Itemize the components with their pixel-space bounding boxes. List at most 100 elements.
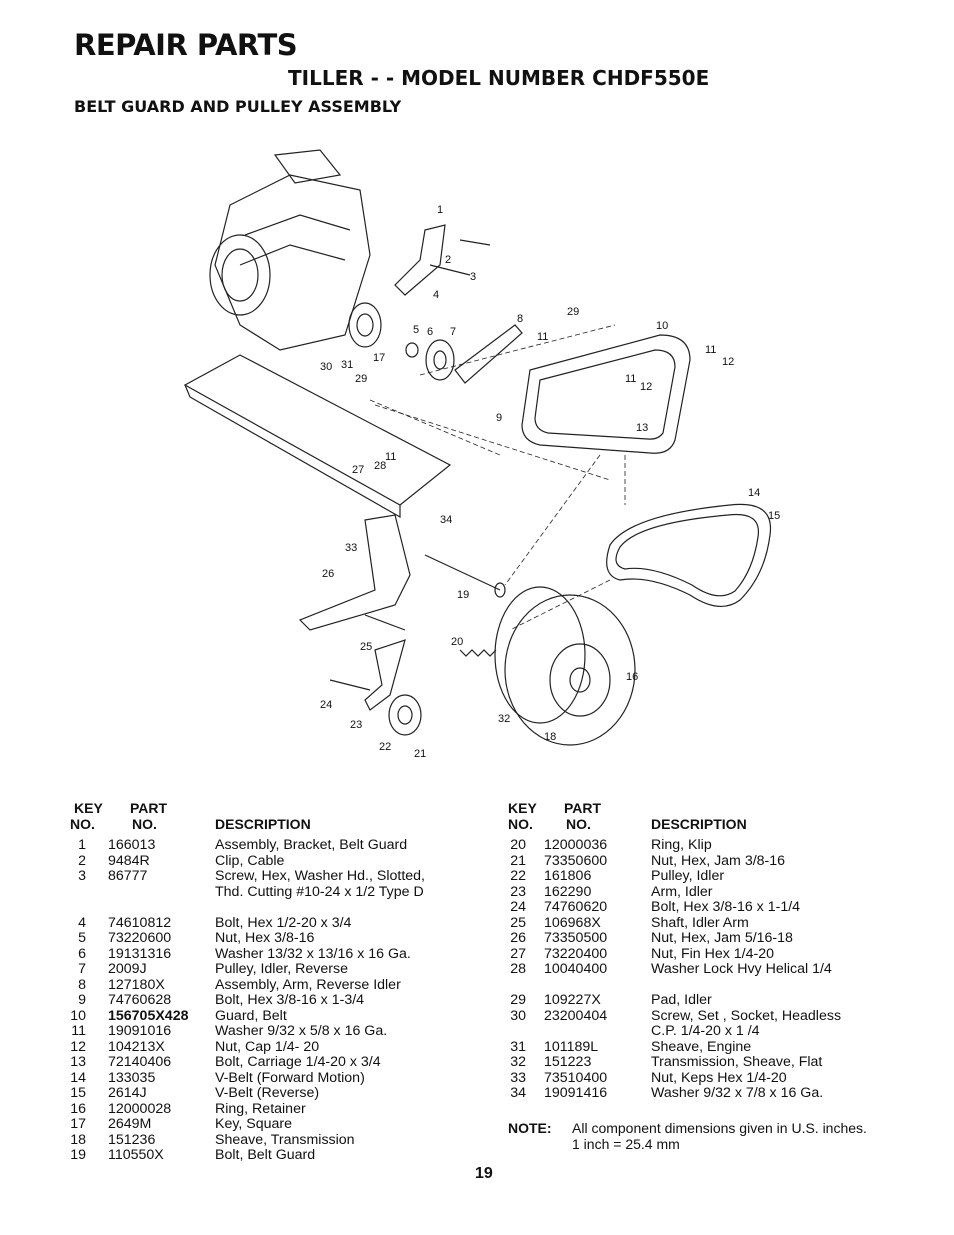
part-description: Bolt, Carriage 1/4-20 x 3/4 — [215, 1054, 381, 1070]
key-column-header: KEY — [508, 800, 537, 816]
part-description: Pulley, Idler, Reverse — [215, 961, 348, 977]
key-number: 15 — [70, 1085, 86, 1101]
part-description: Bolt, Hex 1/2-20 x 3/4 — [215, 914, 352, 931]
part-number: 9484R — [108, 852, 150, 869]
part-number: 86777 — [108, 868, 148, 884]
part-number: 19091416 — [544, 1085, 608, 1101]
part-description: Pad, Idler — [651, 992, 712, 1008]
key-number: 26 — [510, 930, 526, 946]
svg-text:1: 1 — [437, 204, 443, 216]
svg-text:15: 15 — [768, 510, 780, 522]
part-number: 109227X — [544, 992, 601, 1008]
part-description: Washer 13/32 x 13/16 x 16 Ga. — [215, 945, 411, 962]
svg-text:18: 18 — [544, 731, 556, 743]
key-number: 30 — [510, 1007, 526, 1024]
key-number: 14 — [70, 1069, 86, 1086]
part-description: Assembly, Bracket, Belt Guard — [215, 837, 408, 853]
svg-text:20: 20 — [451, 636, 463, 648]
part-description: V-Belt (Forward Motion) — [215, 1069, 365, 1086]
part-number: 166013 — [108, 837, 156, 853]
key-number: 34 — [510, 1085, 526, 1101]
part-description: Washer 9/32 x 7/8 x 16 Ga. — [651, 1085, 824, 1101]
svg-text:10: 10 — [656, 320, 668, 332]
part-number: 2009J — [108, 961, 147, 977]
page-number: 19 — [475, 1165, 493, 1182]
part-description: Washer Lock Hvy Helical 1/4 — [651, 961, 832, 977]
key-number: 33 — [510, 1069, 526, 1086]
part-description: Shaft, Idler Arm — [651, 914, 749, 931]
key-number: 4 — [78, 914, 86, 931]
part-column-header-no: NO. — [132, 816, 157, 832]
part-column-header: PART — [564, 800, 602, 816]
key-number: 18 — [70, 1131, 86, 1148]
key-number: 2 — [78, 852, 86, 869]
part-number: 72140406 — [108, 1054, 172, 1070]
key-number: 13 — [70, 1054, 86, 1070]
part-number: 73220600 — [108, 930, 172, 946]
part-description: Screw, Set , Socket, Headless — [651, 1007, 842, 1024]
part-description: Nut, Keps Hex 1/4-20 — [651, 1069, 787, 1086]
key-column-header-no: NO. — [508, 816, 533, 832]
part-description: Ring, Retainer — [215, 1100, 306, 1117]
svg-text:14: 14 — [748, 487, 760, 499]
part-column-header-no: NO. — [566, 816, 591, 832]
part-number: 12000028 — [108, 1100, 172, 1117]
part-description: Bolt, Hex 3/8-16 x 1-3/4 — [215, 992, 365, 1008]
part-number: 19091016 — [108, 1023, 172, 1039]
key-number: 28 — [510, 961, 526, 977]
svg-text:22: 22 — [379, 741, 391, 753]
key-number: 8 — [78, 976, 86, 993]
svg-text:11: 11 — [537, 331, 548, 343]
part-number: 106968X — [544, 914, 601, 931]
part-number: 151236 — [108, 1131, 156, 1148]
part-number: 73350600 — [544, 852, 608, 869]
key-number: 23 — [510, 883, 526, 900]
svg-text:30: 30 — [320, 361, 332, 373]
svg-text:25: 25 — [360, 641, 372, 653]
model-subtitle: TILLER - - MODEL NUMBER CHDF550E — [288, 66, 710, 90]
part-description: Bolt, Hex 3/8-16 x 1-1/4 — [651, 899, 801, 915]
key-number: 24 — [510, 899, 526, 915]
part-number: 74610812 — [108, 914, 172, 931]
part-description: Nut, Hex, Jam 3/8-16 — [651, 852, 786, 869]
part-description: Nut, Fin Hex 1/4-20 — [651, 945, 775, 962]
svg-text:32: 32 — [498, 713, 510, 725]
part-description: Key, Square — [215, 1116, 293, 1132]
part-description: Nut, Hex 3/8-16 — [215, 930, 315, 946]
svg-text:4: 4 — [433, 289, 439, 301]
part-number: 19131316 — [108, 945, 172, 962]
part-number: 10040400 — [544, 961, 608, 977]
svg-text:12: 12 — [640, 381, 652, 393]
svg-text:7: 7 — [450, 326, 456, 338]
key-number: 1 — [78, 837, 86, 853]
part-number: 74760628 — [108, 992, 172, 1008]
key-number: 17 — [70, 1116, 86, 1132]
svg-text:6: 6 — [427, 326, 433, 338]
svg-text:9: 9 — [496, 412, 502, 424]
key-number: 16 — [70, 1100, 86, 1117]
key-number: 19 — [70, 1147, 86, 1163]
part-number: 74760620 — [544, 899, 608, 915]
svg-text:8: 8 — [517, 313, 523, 325]
svg-text:11: 11 — [705, 344, 716, 356]
svg-text:12: 12 — [722, 356, 734, 368]
svg-text:28: 28 — [374, 460, 386, 472]
part-description: Arm, Idler — [651, 883, 713, 900]
section-heading: BELT GUARD AND PULLEY ASSEMBLY — [74, 97, 402, 116]
key-number: 32 — [510, 1054, 526, 1070]
svg-text:34: 34 — [440, 514, 452, 526]
key-number: 12 — [70, 1038, 86, 1055]
part-description: Sheave, Engine — [651, 1038, 752, 1055]
key-number: 7 — [78, 961, 86, 977]
svg-text:24: 24 — [320, 699, 332, 711]
note-line-2: 1 inch = 25.4 mm — [572, 1136, 680, 1152]
svg-text:33: 33 — [345, 542, 357, 554]
part-description: Guard, Belt — [215, 1007, 287, 1024]
svg-text:19: 19 — [457, 589, 469, 601]
svg-text:2: 2 — [445, 254, 451, 266]
part-number: 73350500 — [544, 930, 608, 946]
key-number: 3 — [78, 868, 86, 884]
part-description: Nut, Cap 1/4- 20 — [215, 1038, 320, 1055]
part-number: 127180X — [108, 976, 165, 993]
svg-text:31: 31 — [341, 359, 353, 371]
